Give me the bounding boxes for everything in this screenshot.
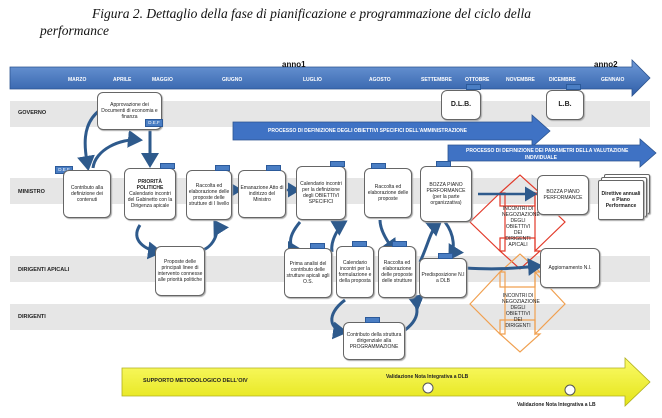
parameters-bar [447, 138, 657, 168]
box-tab [310, 243, 325, 249]
aggiornamento-box: Aggiornamento N.I. [540, 248, 600, 288]
objectives-bar-label: PROCESSO DI DEFINIZIONE DEGLI OBIETTIVI … [268, 128, 467, 134]
bozza2-box: BOZZA PIANO PERFORMANCE [537, 175, 589, 215]
incontri-apicali-label: INCONTRI DI NEGOZIAZIONE DEGLI OBIETTIVI… [502, 206, 540, 248]
box-tab [330, 161, 345, 167]
month-label: NOVEMBRE [506, 77, 535, 83]
month-label: MAGGIO [152, 77, 173, 83]
priorita-body: Calendario incontri del Gabinetto con la… [127, 191, 173, 209]
month-label: GENNAIO [601, 77, 625, 83]
priorita-box: PRIORITÀ POLITICHE Calendario incontri d… [124, 168, 176, 220]
box-tab [392, 241, 407, 247]
caption-line-1: Figura 2. Dettaglio della fase di pianif… [92, 6, 531, 21]
incontri-dirigenti-label: INCONTRI DI NEGOZIAZIONE DEGLI OBIETTIVI… [502, 293, 540, 329]
month-label: GIUGNO [222, 77, 243, 83]
box-tab [371, 163, 386, 169]
raccolta1-box: Raccolta ed elaborazione delle proposte … [186, 170, 232, 220]
lb-box: L.B. [546, 90, 584, 120]
month-label: LUGLIO [303, 77, 322, 83]
month-label: APRILE [113, 77, 132, 83]
priorita-title: PRIORITÀ POLITICHE [136, 179, 164, 191]
contributo-strutture-box: Contributo della struttura dirigenziale … [343, 322, 405, 360]
year-1-label: anno1 [282, 60, 306, 69]
box-tab [438, 253, 453, 259]
curve-contributo-raccolta3 [404, 294, 425, 332]
curve-prima-calendario [330, 220, 348, 253]
timeline-arrow [9, 59, 651, 97]
validation-lb-label: Validazione Nota Integrativa a LB [517, 402, 596, 408]
curve-predisp-aggiornamento [464, 257, 543, 276]
proposte-box: Proposte delle principali linee di inter… [155, 246, 205, 296]
calendario-formulazione-box: Calendario incontri per la formulazione … [336, 246, 374, 298]
curve-calendario-prima [287, 221, 303, 259]
curve-approvazione-contributo [77, 108, 101, 171]
box-tab [266, 165, 281, 171]
curve-contributo-priorita [91, 129, 143, 169]
box-tab [352, 241, 367, 247]
box-tab [215, 165, 230, 171]
oiv-arrow [121, 357, 651, 407]
month-label: AGOSTO [369, 77, 391, 83]
contributo-def-box: Contributo alla definizione dei contenut… [63, 170, 111, 218]
calendario-obiettivi-box: Calendario incontri per la definizione d… [296, 166, 346, 220]
emanazione-box: Emanazione Atto di indirizzo del Ministr… [238, 170, 286, 218]
month-label: OTTOBRE [465, 77, 490, 83]
curve-raccolta3-predisp [418, 220, 443, 263]
year-2-label: anno2 [594, 60, 618, 69]
dlb-box: D.L.B. [441, 90, 481, 120]
month-label: DICEMBRE [549, 77, 576, 83]
validation-dlb-marker [422, 382, 434, 394]
orange-negotiation-arrow [469, 270, 566, 336]
lane-label-dirigenti-apicali: DIRIGENTI APICALI [18, 267, 70, 273]
validation-dlb-label: Validazione Nota Integrativa a DLB [386, 374, 469, 380]
box-tab [466, 84, 481, 90]
approvazione-box: Approvazione dei Documenti di economia e… [97, 92, 162, 130]
caption-line-2: performance [40, 23, 109, 38]
oiv-arrow-label: SUPPORTO METODOLOGICO DELL'OIV [143, 378, 248, 384]
raccolta3-box: Raccolta ed elaborazione delle proposte … [378, 246, 416, 298]
curve-calendario-contributo [330, 298, 348, 340]
lane-label-ministro: MINISTRO [18, 189, 45, 195]
direttive-box: Direttive annuali e Piano Performance [598, 180, 644, 220]
predisposizione-box: Predisposizione N.I a DLB [419, 258, 467, 298]
month-label: MARZO [68, 77, 87, 83]
validation-lb-marker [564, 384, 576, 396]
def-tag: D.E.F [145, 119, 163, 127]
raccolta2-box: Raccolta ed elaborazione delle proposte [364, 168, 412, 218]
parameters-bar-label-2: INDIVIDUALE [525, 155, 557, 161]
parameters-bar-label-1: PROCESSO DI DEFINIZIONE DEI PARAMETRI DE… [466, 148, 629, 154]
box-tab [436, 161, 451, 167]
box-tab [566, 84, 581, 90]
box-tab [160, 163, 175, 169]
box-tab [365, 317, 380, 323]
prima-analisi-box: Prima analisi del contributo delle strut… [284, 248, 332, 298]
objectives-bar [232, 114, 551, 148]
bozza1-box: BOZZA PIANO PERFORMANCE (per la parte or… [420, 166, 472, 222]
lane-label-dirigenti: DIRIGENTI [18, 314, 46, 320]
lane-label-governo: GOVERNO [18, 110, 47, 116]
month-label: SETTEMBRE [421, 77, 452, 83]
